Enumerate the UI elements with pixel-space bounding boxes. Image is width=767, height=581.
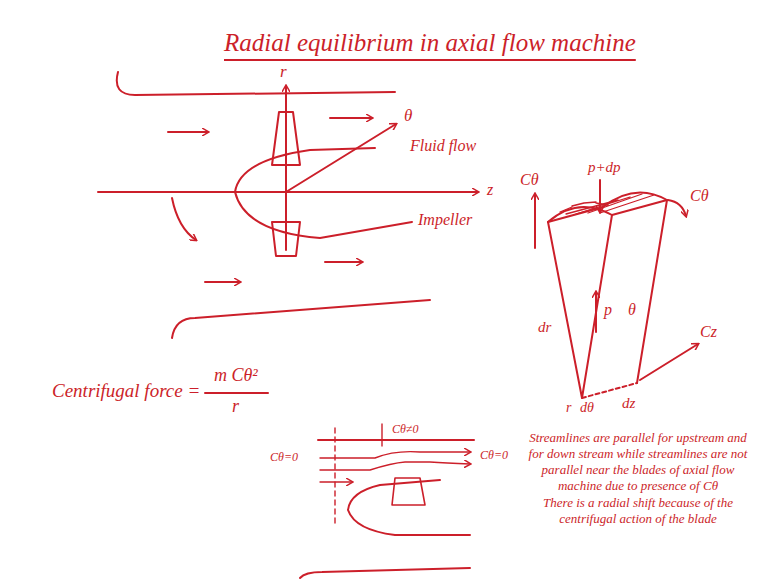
axis-label: z [487, 180, 493, 199]
formula-text: m Cθ² [214, 365, 258, 387]
blade [392, 478, 425, 505]
axis-label: r [280, 62, 287, 82]
streamline [320, 462, 470, 470]
theta-axis [286, 124, 396, 192]
velocity-arrow [668, 200, 686, 216]
station-line [334, 428, 335, 525]
streamline [320, 481, 352, 482]
flow-label: Fluid flow [410, 136, 476, 155]
flow-arrow [168, 131, 208, 133]
flow-arrow [205, 281, 240, 283]
flow-arrow [330, 117, 372, 119]
velocity-label: Cθ [520, 170, 539, 189]
dimension-label: dz [622, 394, 635, 412]
velocity-arrow [640, 344, 698, 380]
note-text: There is a radial shift because of the c… [522, 495, 754, 527]
casing-top [318, 439, 474, 441]
dimension-label: dr [538, 318, 551, 336]
pressure-arrow [595, 292, 597, 332]
note-text: Streamlines are parallel for upstream an… [522, 430, 754, 493]
element-edge [548, 200, 667, 398]
flow-arrow [325, 261, 362, 263]
station-line [381, 424, 382, 446]
hub [348, 480, 470, 535]
formula-text: r [232, 396, 239, 418]
velocity-label: Cθ [690, 186, 709, 205]
title: Radial equilibrium in axial flow machine [224, 28, 636, 58]
fraction-bar [205, 392, 268, 394]
dimension-label: r [566, 400, 571, 417]
swirl-arrow [172, 198, 196, 240]
streamline [320, 452, 470, 458]
dimension-label: dθ [580, 400, 594, 417]
pressure-arrow [599, 180, 601, 212]
part-label: Impeller [418, 210, 472, 229]
formula-text: Centrifugal force = [52, 380, 200, 403]
axis-label: θ [404, 106, 412, 126]
angle-label: θ [628, 300, 636, 319]
condition-label: Cθ=0 [270, 450, 298, 464]
condition-label: Cθ=0 [480, 448, 508, 462]
velocity-label: Cz [700, 322, 717, 341]
hub [235, 148, 412, 238]
pressure-label: p+dp [588, 158, 621, 176]
casing-bottom [172, 300, 430, 338]
casing-bottom [300, 568, 470, 578]
casing-top [117, 72, 395, 95]
condition-label: Cθ≠0 [392, 422, 418, 436]
velocity-arrow [534, 194, 536, 248]
hatching [560, 194, 654, 214]
r-axis [285, 86, 287, 250]
pressure-label: p [604, 300, 612, 319]
